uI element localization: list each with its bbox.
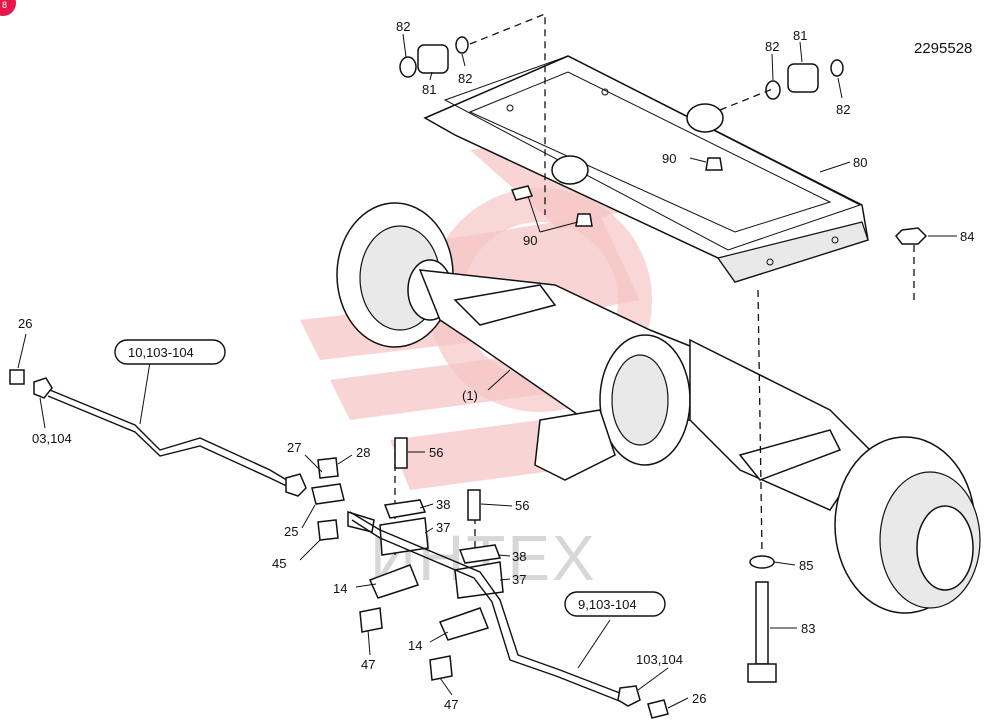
leader-lines — [17, 33, 957, 709]
callout-14-a: 14 — [333, 581, 347, 596]
callout-26-b: 26 — [692, 691, 706, 706]
callout-80: 80 — [853, 155, 867, 170]
callout-37-b: 37 — [512, 572, 526, 587]
callout-10-103-104: 10,103-104 — [128, 345, 194, 360]
callout-85: 85 — [799, 558, 813, 573]
oval-callout-10 — [114, 339, 226, 365]
bushing-left-81 — [399, 36, 469, 78]
callout-82-d: 82 — [836, 102, 850, 117]
washer-85 — [749, 555, 775, 569]
bushing-right-81 — [765, 59, 844, 100]
callout-90-a: 90 — [662, 151, 676, 166]
document-number: 2295528 — [914, 40, 973, 57]
axle-housing-part-1 — [336, 202, 981, 614]
callout-82-b: 82 — [458, 71, 472, 86]
callout-83: 83 — [801, 621, 815, 636]
callout-81-a: 81 — [422, 82, 436, 97]
callout-56-b: 56 — [515, 498, 529, 513]
callout-25: 25 — [284, 524, 298, 539]
bolt-83 — [747, 581, 777, 683]
callout-28: 28 — [356, 445, 370, 460]
callout-38-b: 38 — [512, 549, 526, 564]
brake-line-right — [349, 511, 669, 719]
callout-14-b: 14 — [408, 638, 422, 653]
nut-84 — [895, 227, 928, 245]
callout-45: 45 — [272, 556, 286, 571]
badge-glyph: 8 — [2, 0, 8, 10]
callout-56-a: 56 — [429, 445, 443, 460]
callout-84: 84 — [960, 229, 974, 244]
callout-03-104: 03,104 — [32, 431, 72, 446]
corner-badge: 8 — [0, 0, 16, 16]
callout-82-c: 82 — [765, 39, 779, 54]
callout-81-b: 81 — [793, 28, 807, 43]
callout-103-104: 103,104 — [636, 652, 683, 667]
oval-callout-9 — [564, 591, 666, 617]
callout-47-b: 47 — [444, 697, 458, 712]
callout-37-a: 37 — [436, 520, 450, 535]
callout-27: 27 — [287, 440, 301, 455]
brake-line-left — [9, 369, 307, 497]
callout-47-a: 47 — [361, 657, 375, 672]
callout-82-a: 82 — [396, 19, 410, 34]
callout-9-103-104: 9,103-104 — [578, 597, 637, 612]
axle-frame-part-80 — [423, 55, 869, 283]
tee-fitting-assembly — [311, 457, 375, 541]
grease-fitting-90 — [510, 157, 723, 227]
callout-1: (1) — [462, 388, 478, 403]
callout-90-b: 90 — [523, 233, 537, 248]
callout-26-a: 26 — [18, 316, 32, 331]
callout-38-a: 38 — [436, 497, 450, 512]
